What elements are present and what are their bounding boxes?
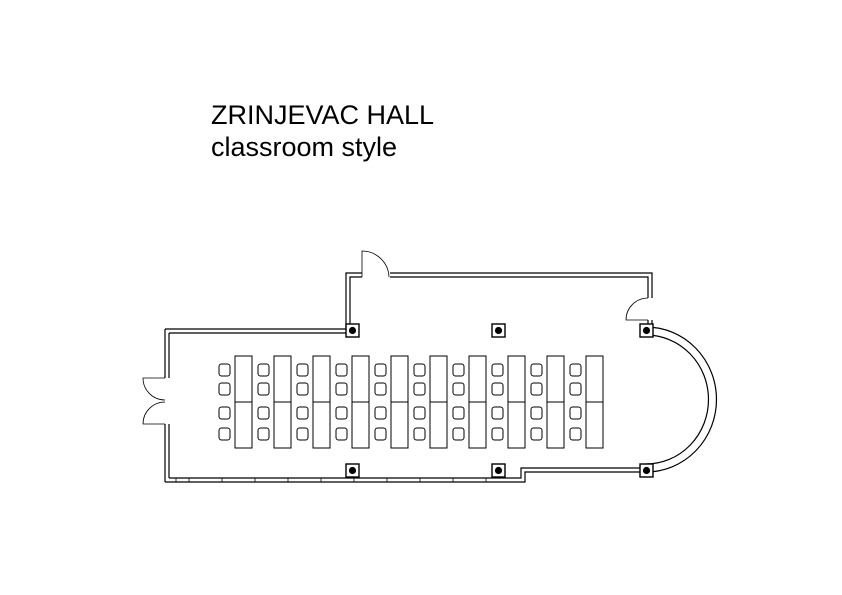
doors xyxy=(142,250,649,425)
seating-style: classroom style xyxy=(211,132,398,162)
chair xyxy=(218,406,231,420)
wall-left-upper xyxy=(164,329,170,378)
chair xyxy=(491,406,504,420)
chair xyxy=(569,382,582,396)
seating-area xyxy=(218,355,604,449)
chair xyxy=(569,427,582,441)
drawing-title-block: ZRINJEVAC HALL classroom style xyxy=(211,99,434,163)
column xyxy=(491,323,506,338)
chair xyxy=(452,406,465,420)
chair xyxy=(491,363,504,377)
table xyxy=(312,355,331,403)
chair xyxy=(413,427,426,441)
chair xyxy=(257,363,270,377)
chair xyxy=(218,382,231,396)
table xyxy=(273,401,292,449)
chair xyxy=(374,382,387,396)
chair xyxy=(569,406,582,420)
table xyxy=(312,401,331,449)
door-right xyxy=(625,297,649,321)
chair xyxy=(257,382,270,396)
chair xyxy=(296,427,309,441)
column xyxy=(491,463,506,478)
table xyxy=(390,401,409,449)
table xyxy=(507,401,526,449)
door-top xyxy=(361,250,390,278)
chair xyxy=(491,382,504,396)
chair xyxy=(257,427,270,441)
table xyxy=(468,355,487,403)
walls xyxy=(164,272,718,483)
chair xyxy=(296,363,309,377)
chair xyxy=(530,363,543,377)
chair xyxy=(218,427,231,441)
wall-outer-upper xyxy=(165,272,362,330)
chair xyxy=(335,427,348,441)
wall-inner-upper-right xyxy=(390,276,649,298)
apse-inner xyxy=(645,334,710,465)
table xyxy=(351,355,370,403)
chair xyxy=(413,406,426,420)
chair xyxy=(296,406,309,420)
chair xyxy=(452,382,465,396)
column xyxy=(639,463,654,478)
table xyxy=(273,355,292,403)
table xyxy=(429,401,448,449)
wall-inner-upper xyxy=(169,276,362,334)
table xyxy=(468,401,487,449)
chair xyxy=(374,406,387,420)
chair xyxy=(530,382,543,396)
table xyxy=(585,355,604,403)
hall-name: ZRINJEVAC HALL xyxy=(211,100,435,130)
chair xyxy=(452,427,465,441)
door-left-lower-leaf xyxy=(142,401,166,425)
wall-outer-lower xyxy=(165,471,646,483)
chair xyxy=(413,363,426,377)
chair xyxy=(296,382,309,396)
table xyxy=(351,401,370,449)
chair xyxy=(335,363,348,377)
wall-outer-upper-right xyxy=(390,272,653,298)
chair xyxy=(374,363,387,377)
wall-left-lower xyxy=(164,424,170,482)
table xyxy=(585,401,604,449)
chair xyxy=(569,363,582,377)
chair xyxy=(530,427,543,441)
chair xyxy=(335,382,348,396)
table xyxy=(390,355,409,403)
table xyxy=(546,355,565,403)
bottom-wall-glazing xyxy=(175,478,487,482)
table xyxy=(234,401,253,449)
apse-outer xyxy=(645,326,718,473)
door-left-upper-leaf xyxy=(142,377,166,401)
chair xyxy=(413,382,426,396)
table xyxy=(429,355,448,403)
chair xyxy=(374,427,387,441)
column xyxy=(345,463,360,478)
table xyxy=(546,401,565,449)
column xyxy=(345,323,360,338)
chair xyxy=(218,363,231,377)
chair xyxy=(257,406,270,420)
chair xyxy=(335,406,348,420)
column xyxy=(639,323,654,338)
table xyxy=(507,355,526,403)
columns xyxy=(345,323,654,478)
chair xyxy=(452,363,465,377)
chair xyxy=(491,427,504,441)
chair xyxy=(530,406,543,420)
wall-inner-lower xyxy=(169,467,646,479)
table xyxy=(234,355,253,403)
